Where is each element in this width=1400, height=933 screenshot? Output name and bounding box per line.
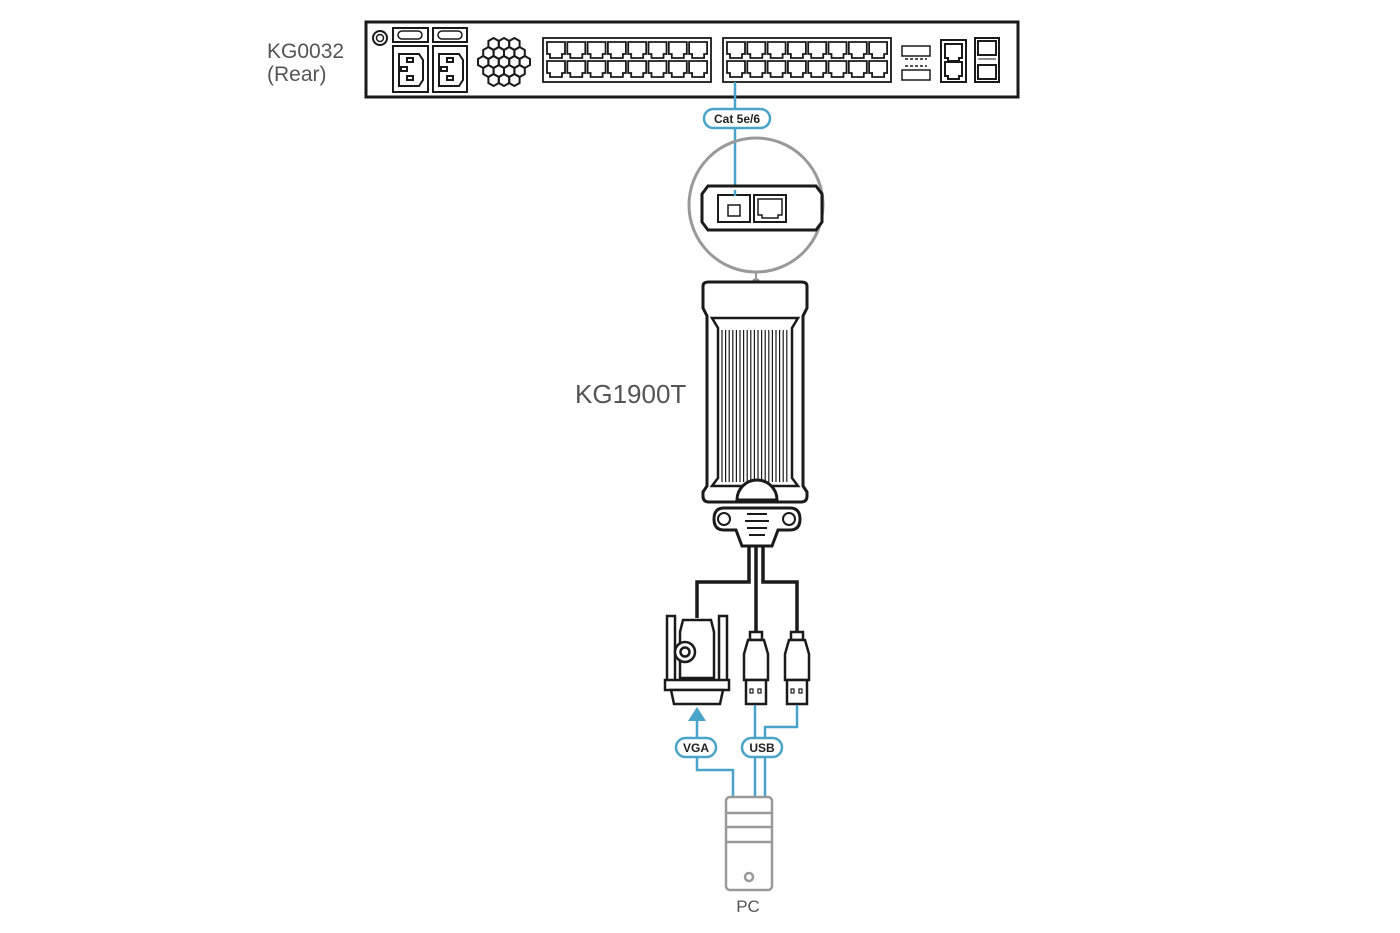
adapter-cables	[695, 546, 799, 632]
pc-tower-icon	[724, 795, 774, 892]
rj45-port-icon	[847, 41, 868, 59]
rj45-port-icon	[667, 41, 688, 59]
rj45-port-icon	[746, 41, 767, 59]
rj45-port-icon	[627, 41, 648, 59]
usb-console-port-icon	[974, 37, 1000, 83]
rj45-port-icon	[827, 41, 848, 59]
rj45-port-icon	[807, 60, 828, 78]
rj45-port-icon	[717, 194, 751, 223]
rj45-port-icon	[766, 60, 787, 78]
usb-plug-icon	[742, 630, 770, 706]
rj45-port-icon	[586, 41, 607, 59]
rj45-port-icon	[566, 60, 587, 78]
rj45-port-icon	[787, 41, 807, 59]
pc-label: PC	[736, 897, 760, 916]
vga-label: VGA	[683, 741, 709, 755]
rj45-port-icon	[688, 60, 708, 78]
rj45-port-icon	[807, 41, 828, 59]
vga-connector-icon	[663, 614, 731, 706]
rj45-port-icon	[766, 41, 787, 59]
rj45-port-icon	[688, 41, 708, 59]
rj45-port-icon	[868, 60, 888, 78]
rj45-port-group-1	[542, 37, 712, 83]
rj45-port-icon	[746, 60, 767, 78]
terminal-block-icon	[901, 45, 931, 81]
rj45-port-icon	[847, 60, 868, 78]
usb-plug-icon	[783, 630, 811, 706]
cable-type-label: Cat 5e/6	[714, 112, 760, 126]
power-inlet-icon	[392, 45, 468, 93]
rj45-port-icon	[627, 60, 648, 78]
rj45-port-icon	[726, 60, 746, 78]
rj45-port-icon	[546, 60, 566, 78]
rj45-port-icon	[868, 41, 888, 59]
usb-label: USB	[749, 741, 775, 755]
rj45-port-icon	[607, 60, 627, 78]
rj45-port-group-2	[722, 37, 892, 83]
rj45-port-icon	[787, 60, 807, 78]
switch-model-label: KG0032	[267, 40, 344, 63]
rj45-port-icon	[607, 41, 627, 59]
cat5-cable: Cat 5e/6	[702, 82, 772, 192]
arrow-up-icon	[688, 707, 706, 721]
rj45-port-icon	[827, 60, 848, 78]
rj45-port-icon	[546, 41, 566, 59]
lan-port-icon	[940, 39, 967, 83]
adapter-model-label: KG1900T	[575, 379, 686, 409]
rj45-port-icon	[647, 60, 668, 78]
switch-side-label: (Rear)	[267, 63, 327, 86]
rj45-port-icon	[566, 41, 587, 59]
fan-vent-icon	[477, 36, 531, 88]
power-switch-icon	[392, 27, 468, 43]
rj45-port-icon	[647, 41, 668, 59]
kg1900t-adapter	[701, 280, 809, 548]
adapter-port-callout	[687, 136, 825, 286]
kg0032-rear-panel	[364, 20, 1020, 99]
rj45-port-icon	[586, 60, 607, 78]
rj45-port-icon	[726, 41, 746, 59]
rj45-port-icon	[667, 60, 688, 78]
